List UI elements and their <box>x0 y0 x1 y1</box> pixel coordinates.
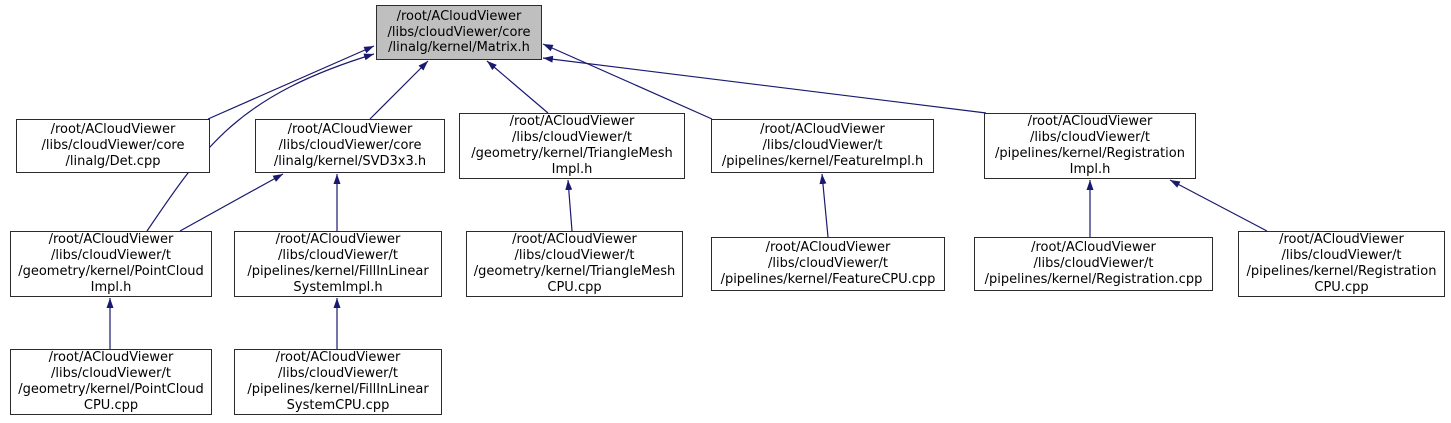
node-pointcloudcpu-cpp[interactable]: /root/ACloudViewer /libs/cloudViewer/t /… <box>10 349 212 415</box>
node-label: /root/ACloudViewer /libs/cloudViewer/t /… <box>18 232 204 295</box>
node-label: /root/ACloudViewer /libs/cloudViewer/t /… <box>984 240 1203 287</box>
edge-det-cpp--matrix-h <box>207 45 375 120</box>
node-feature-impl-h[interactable]: /root/ACloudViewer /libs/cloudViewer/t /… <box>711 119 934 173</box>
node-trianglemesh-impl-h[interactable]: /root/ACloudViewer /libs/cloudViewer/t /… <box>459 113 685 179</box>
node-registration-cpp[interactable]: /root/ACloudViewer /libs/cloudViewer/t /… <box>974 237 1213 291</box>
edge-trianglemeshcpu-cpp--trianglemesh-impl-h <box>565 179 573 232</box>
node-label: /root/ACloudViewer /libs/cloudViewer/t /… <box>471 114 673 177</box>
node-pointcloud-impl-h[interactable]: /root/ACloudViewer /libs/cloudViewer/t /… <box>10 231 212 297</box>
node-registration-impl-h[interactable]: /root/ACloudViewer /libs/cloudViewer/t /… <box>984 113 1196 179</box>
node-fillinlinearsystemcpu-cpp[interactable]: /root/ACloudViewer /libs/cloudViewer/t /… <box>234 349 442 415</box>
node-det-cpp[interactable]: /root/ACloudViewer /libs/cloudViewer/cor… <box>16 119 210 173</box>
node-label: /root/ACloudViewer /libs/cloudViewer/cor… <box>41 122 185 169</box>
node-label: /root/ACloudViewer /libs/cloudViewer/t /… <box>247 232 429 295</box>
node-label: /root/ACloudViewer /libs/cloudViewer/t /… <box>473 232 676 295</box>
node-label: /root/ACloudViewer /libs/cloudViewer/t /… <box>721 122 924 169</box>
edge-featurecpu-cpp--feature-impl-h <box>819 173 829 238</box>
node-label: /root/ACloudViewer /libs/cloudViewer/t /… <box>247 350 429 413</box>
edge-feature-impl-h--matrix-h <box>542 43 713 120</box>
node-fillinlinearsystem-impl-h[interactable]: /root/ACloudViewer /libs/cloudViewer/t /… <box>234 231 442 297</box>
node-matrix-h: /root/ACloudViewer /libs/cloudViewer/cor… <box>376 5 542 60</box>
edge-registrationcpu-cpp--registration-impl-h <box>1169 179 1268 232</box>
node-label: /root/ACloudViewer /libs/cloudViewer/t /… <box>720 240 936 287</box>
node-label: /root/ACloudViewer /libs/cloudViewer/t /… <box>995 114 1185 177</box>
node-registrationcpu-cpp[interactable]: /root/ACloudViewer /libs/cloudViewer/t /… <box>1238 231 1445 297</box>
edge-pointcloud-impl-h--svd3x3-h <box>179 173 284 232</box>
edge-pointcloud-impl-h--matrix-h <box>146 53 375 232</box>
edge-trianglemesh-impl-h--matrix-h <box>486 60 549 114</box>
node-label: /root/ACloudViewer /libs/cloudViewer/cor… <box>273 122 427 169</box>
node-label: /root/ACloudViewer /libs/cloudViewer/t /… <box>1246 232 1437 295</box>
edge-registration-impl-h--matrix-h <box>542 55 987 114</box>
node-label: /root/ACloudViewer /libs/cloudViewer/cor… <box>387 8 531 56</box>
node-trianglemeshcpu-cpp[interactable]: /root/ACloudViewer /libs/cloudViewer/t /… <box>466 231 683 297</box>
node-label: /root/ACloudViewer /libs/cloudViewer/t /… <box>18 350 204 413</box>
node-featurecpu-cpp[interactable]: /root/ACloudViewer /libs/cloudViewer/t /… <box>711 237 945 291</box>
edge-svd3x3-h--matrix-h <box>369 60 429 120</box>
node-svd3x3-h[interactable]: /root/ACloudViewer /libs/cloudViewer/cor… <box>255 119 445 173</box>
